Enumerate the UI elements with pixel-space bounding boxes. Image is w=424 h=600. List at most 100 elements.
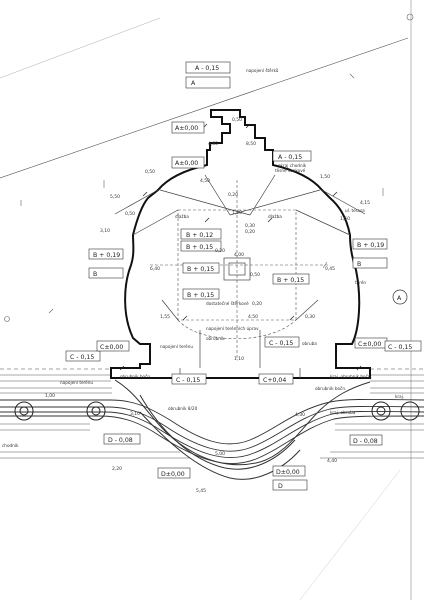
note-text: obruba xyxy=(302,341,317,346)
svg-text:A - 0,15: A - 0,15 xyxy=(278,154,302,161)
note-text: okraj chodník xyxy=(278,163,307,168)
level-box-d-008-right: D - 0,08 xyxy=(349,434,383,446)
level-box-d-letter: D xyxy=(272,479,308,491)
level-box-b-015-3: B + 0,15 xyxy=(272,273,310,285)
svg-text:2,20: 2,20 xyxy=(112,466,122,472)
svg-text:4,00: 4,00 xyxy=(234,252,244,258)
svg-text:C - 0,15: C - 0,15 xyxy=(388,344,412,351)
svg-text:1,10: 1,10 xyxy=(234,356,244,362)
svg-text:5,50: 5,50 xyxy=(110,194,120,200)
note-text: kraj. obrubník bočn. xyxy=(330,374,372,379)
svg-text:1,00: 1,00 xyxy=(45,393,55,399)
svg-text:0,50: 0,50 xyxy=(250,272,260,278)
note-text: těsně šonkové xyxy=(275,168,306,173)
svg-text:B + 0,19: B + 0,19 xyxy=(357,242,384,249)
level-box-c-004: C+0,04 xyxy=(258,373,294,385)
svg-text:A - 0,15: A - 0,15 xyxy=(195,65,219,72)
level-box-a-minus: A - 0,15 xyxy=(185,61,231,74)
svg-text:0,50: 0,50 xyxy=(232,117,242,123)
level-box-c-zero-right: C±0,00 xyxy=(354,337,388,349)
plaza-outline xyxy=(110,109,371,379)
svg-text:5,45: 5,45 xyxy=(196,488,206,494)
svg-text:A±0,00: A±0,00 xyxy=(175,125,198,132)
note-text: ul. terasa xyxy=(345,208,365,213)
svg-text:3,10: 3,10 xyxy=(130,411,140,417)
svg-text:B + 0,15: B + 0,15 xyxy=(277,277,304,284)
svg-text:B + 0,15: B + 0,15 xyxy=(187,292,214,299)
inner-detail-lines xyxy=(114,174,366,378)
svg-text:3,10: 3,10 xyxy=(100,228,110,234)
svg-text:C - 0,15: C - 0,15 xyxy=(176,377,200,384)
note-text: dlažba xyxy=(268,214,282,219)
dimension-labels: 0,50 4,85 8,50 4,50 0,20 0,30 0,20 1,20 … xyxy=(45,117,370,494)
level-box-a-minus-right: A - 0,15 xyxy=(272,150,312,162)
svg-text:D±0,00: D±0,00 xyxy=(161,471,185,478)
svg-text:0,20: 0,20 xyxy=(215,248,225,254)
note-text: napojení terénu xyxy=(160,344,193,349)
scattered-marks xyxy=(4,13,414,322)
svg-text:C+0,04: C+0,04 xyxy=(263,377,286,384)
svg-text:4,30: 4,30 xyxy=(295,412,305,418)
level-box-c-zero-left: C±0,00 xyxy=(96,340,130,352)
section-marker-a: A xyxy=(392,289,408,305)
svg-text:B: B xyxy=(357,261,361,268)
faint-diagonal xyxy=(299,469,401,600)
note-text: napojení terénních úprav xyxy=(206,326,259,331)
svg-text:C - 0,15: C - 0,15 xyxy=(70,354,94,361)
level-box-b-019-left: B + 0,19 xyxy=(88,248,124,260)
note-text: kraj. xyxy=(395,394,404,399)
level-box-b-019-right: B + 0,19 xyxy=(352,238,388,250)
svg-text:D - 0,08: D - 0,08 xyxy=(108,437,133,444)
note-text: dlažba xyxy=(175,214,189,219)
diagonal-reference-line-top xyxy=(0,17,161,79)
svg-text:1,50: 1,50 xyxy=(320,174,330,180)
svg-text:1,50: 1,50 xyxy=(340,216,350,222)
svg-text:4,40: 4,40 xyxy=(327,458,337,464)
svg-text:0,20: 0,20 xyxy=(245,229,255,235)
level-box-a-letter: A xyxy=(185,76,231,89)
tree-pits xyxy=(14,401,420,421)
svg-text:B + 0,19: B + 0,19 xyxy=(93,252,120,259)
svg-text:A: A xyxy=(397,295,402,302)
svg-text:0,20: 0,20 xyxy=(252,301,262,307)
svg-text:0,45: 0,45 xyxy=(325,266,335,272)
svg-text:B: B xyxy=(93,271,97,278)
svg-text:0,50: 0,50 xyxy=(145,169,155,175)
svg-text:1,55: 1,55 xyxy=(160,314,170,320)
level-box-c-minus-left: C - 0,15 xyxy=(65,350,101,362)
svg-text:B + 0,12: B + 0,12 xyxy=(186,232,213,239)
svg-text:4,50: 4,50 xyxy=(248,314,258,320)
svg-text:C±0,00: C±0,00 xyxy=(100,344,123,351)
note-text: terén xyxy=(355,280,366,285)
note-text: dostatečné štěrkové xyxy=(206,301,249,306)
level-box-b-left: B xyxy=(88,267,124,279)
dimension-ticks xyxy=(119,123,362,371)
svg-text:D - 0,08: D - 0,08 xyxy=(353,438,378,445)
note-text: napojení štěrků xyxy=(246,68,279,73)
level-box-c-minus-midright: C - 0,15 xyxy=(264,336,300,348)
svg-text:4,50: 4,50 xyxy=(200,178,210,184)
svg-text:0,20: 0,20 xyxy=(228,192,238,198)
level-box-c-minus-mid: C - 0,15 xyxy=(171,373,207,385)
svg-text:A±0,00: A±0,00 xyxy=(175,160,198,167)
wavy-curb-lines xyxy=(0,398,424,465)
level-box-b-right: B xyxy=(352,257,388,269)
svg-text:A: A xyxy=(191,80,196,87)
svg-text:D±0,00: D±0,00 xyxy=(276,469,300,476)
level-box-d-zero-left: D±0,00 xyxy=(157,467,191,479)
svg-text:0,30: 0,30 xyxy=(245,223,255,229)
svg-text:D: D xyxy=(278,483,283,490)
road-lines xyxy=(0,374,424,459)
level-box-c-minus-right: C - 0,15 xyxy=(384,340,422,352)
level-box-b-015-1: B + 0,15 xyxy=(180,240,222,252)
note-text: napojení terénu xyxy=(60,380,93,385)
level-box-b-012: B + 0,12 xyxy=(180,228,222,240)
note-text: obrubník xyxy=(206,336,225,341)
svg-text:B + 0,15: B + 0,15 xyxy=(186,244,213,251)
svg-text:B + 0,15: B + 0,15 xyxy=(187,266,214,273)
level-box-b-015-2: B + 0,15 xyxy=(182,262,220,274)
svg-text:5,00: 5,00 xyxy=(215,451,225,457)
note-text: kraj. obruba xyxy=(330,410,356,415)
level-box-d-zero-right: D±0,00 xyxy=(272,465,306,477)
